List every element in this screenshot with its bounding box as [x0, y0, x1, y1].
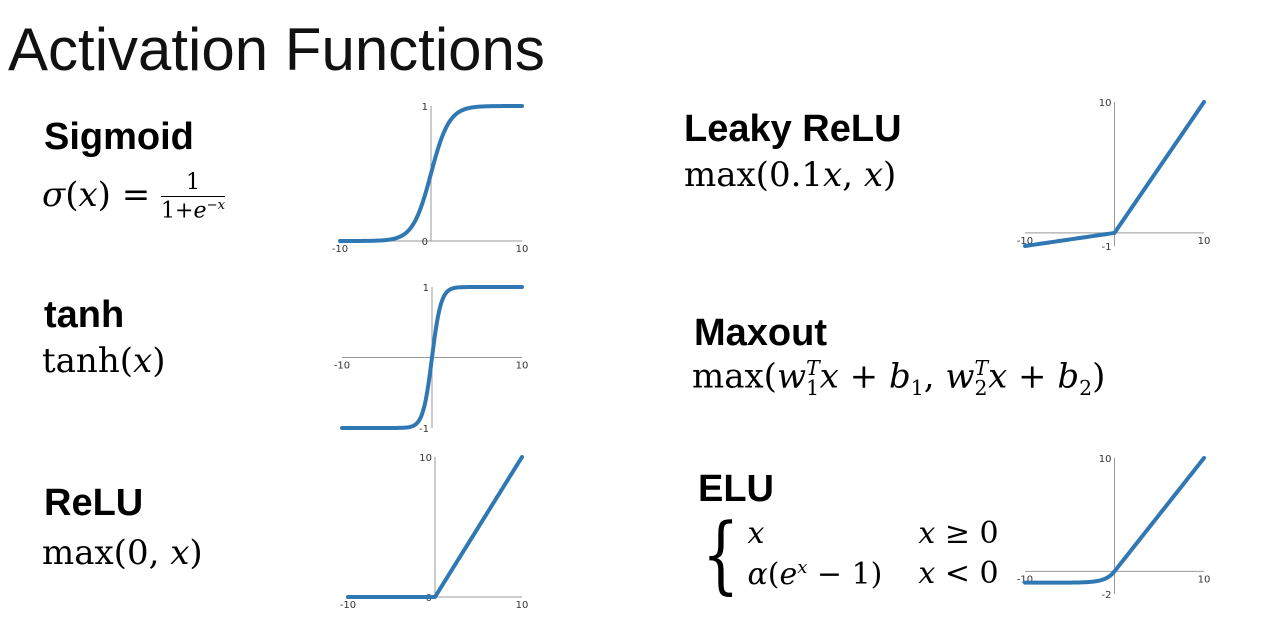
x-tick-label: -10	[334, 361, 350, 372]
y-tick-label: 1	[423, 283, 429, 294]
x-tick-label: 10	[516, 361, 529, 372]
x-tick-label: 10	[516, 244, 529, 255]
y-tick-label: -2	[1102, 590, 1112, 601]
x-tick-label: 10	[516, 600, 529, 611]
series-line	[338, 104, 524, 243]
x-tick-label: -10	[1017, 236, 1033, 247]
tanh-formula: tanh(x)	[42, 341, 166, 381]
x-tick-label: -10	[1017, 574, 1033, 585]
y-tick-label: -1	[419, 424, 429, 435]
y-tick-label: -1	[1102, 242, 1112, 253]
tanh-label: tanh	[44, 294, 125, 336]
y-tick-label: 10	[1099, 454, 1112, 465]
sigmoid-label: Sigmoid	[44, 116, 194, 158]
page-title: Activation Functions	[8, 16, 545, 83]
y-tick-label: 10	[1099, 98, 1112, 109]
y-tick-label: 10	[419, 453, 432, 464]
leaky-relu-formula: max(0.1x, x)	[684, 155, 897, 195]
series-line	[1023, 100, 1206, 248]
series-line	[340, 285, 524, 430]
x-tick-label: -10	[340, 600, 356, 611]
series-line	[346, 455, 524, 599]
x-tick-label: 10	[1198, 574, 1211, 585]
y-tick-label: 1	[422, 102, 428, 113]
elu-label: ELU	[698, 468, 774, 510]
series-line	[1023, 456, 1206, 585]
maxout-label: Maxout	[694, 312, 827, 354]
relu-formula: max(0, x)	[42, 533, 203, 573]
y-tick-label: 0	[422, 237, 428, 248]
relu-label: ReLU	[44, 482, 144, 524]
x-tick-label: -10	[332, 244, 348, 255]
x-tick-label: 10	[1198, 236, 1211, 247]
leaky-relu-label: Leaky ReLU	[684, 108, 902, 150]
